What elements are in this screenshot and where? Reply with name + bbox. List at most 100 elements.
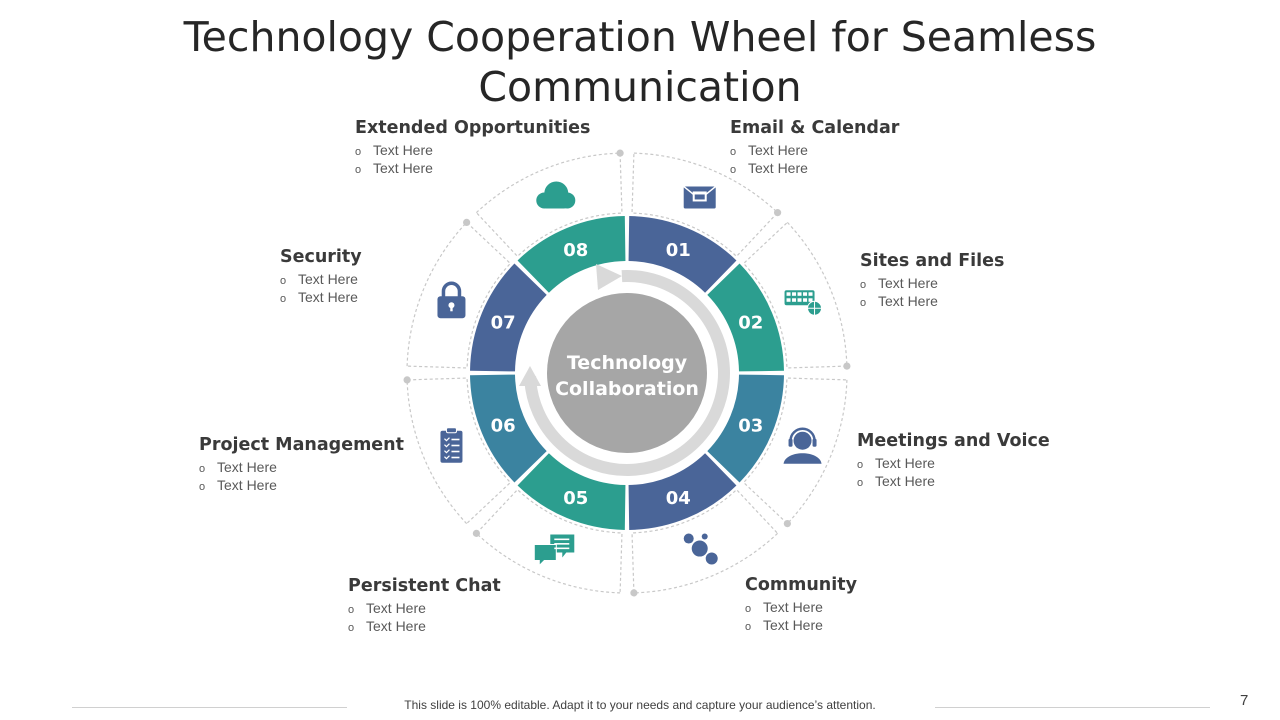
- cycle-arrow-head-top: [596, 264, 622, 290]
- bullet: o: [860, 297, 867, 309]
- list-item: o Text Here: [745, 599, 857, 617]
- item-text: Text Here: [366, 600, 426, 616]
- ring-segment-08: [517, 216, 626, 293]
- label-heading: Security: [280, 247, 362, 267]
- headset-person-icon: [783, 427, 822, 464]
- page-number: 7: [1240, 692, 1249, 709]
- bullet: o: [280, 293, 287, 305]
- item-text: Text Here: [748, 160, 808, 176]
- bullet: o: [857, 477, 864, 489]
- list-item: o Text Here: [857, 455, 1050, 473]
- outer-segment-dot: [472, 529, 480, 537]
- center-label-line-2: Collaboration: [555, 378, 699, 400]
- segment-number-08: 08: [563, 240, 588, 261]
- list-item: o Text Here: [860, 275, 1004, 293]
- cycle-arrow-arc: [524, 270, 730, 476]
- bullet: o: [730, 146, 737, 158]
- outer-segment-dot: [843, 362, 851, 370]
- item-text: Text Here: [763, 599, 823, 615]
- list-item: o Text Here: [199, 477, 404, 495]
- segment-number-01: 01: [666, 240, 691, 261]
- bubbles-icon: [683, 533, 718, 565]
- label-heading: Meetings and Voice: [857, 431, 1050, 451]
- item-text: Text Here: [373, 160, 433, 176]
- ring-segment-07: [470, 263, 547, 372]
- outer-segment-07: [406, 221, 512, 369]
- label-heading: Project Management: [199, 435, 404, 455]
- padlock-icon: [437, 281, 466, 319]
- item-text: Text Here: [298, 271, 358, 287]
- item-text: Text Here: [878, 275, 938, 291]
- bullet: o: [199, 481, 206, 493]
- list-item: o Text Here: [860, 293, 1004, 311]
- ring-segment-05: [517, 453, 626, 530]
- item-text: Text Here: [298, 289, 358, 305]
- ring-segment-03: [707, 374, 784, 483]
- item-text: Text Here: [763, 617, 823, 633]
- bullet: o: [348, 622, 355, 634]
- center-label-line-1: Technology: [567, 352, 688, 374]
- footer-note: This slide is 100% editable. Adapt it to…: [404, 698, 876, 712]
- outer-segment-dot: [783, 520, 791, 528]
- segment-number-05: 05: [563, 488, 588, 509]
- segment-icons: [437, 181, 823, 567]
- ring-segment-06: [470, 374, 547, 483]
- label-heading: Extended Opportunities: [355, 118, 591, 138]
- clipboard-checklist-icon: [440, 427, 463, 463]
- bullet: o: [745, 621, 752, 633]
- slide-title: Technology Cooperation Wheel for Seamles…: [183, 13, 1097, 111]
- ring-segment-02: [707, 263, 784, 372]
- outer-segment-dot: [403, 376, 411, 384]
- outer-segment-dot: [774, 209, 782, 217]
- list-item: o Text Here: [348, 618, 501, 636]
- bullet: o: [348, 604, 355, 616]
- outer-segment-dot: [630, 589, 638, 597]
- envelope-calendar-icon: [683, 185, 717, 209]
- item-text: Text Here: [878, 293, 938, 309]
- bullet: o: [860, 279, 867, 291]
- ring-segment-01: [628, 216, 737, 293]
- center-hub: [547, 293, 707, 453]
- list-item: o Text Here: [348, 600, 501, 618]
- bullet: o: [355, 146, 362, 158]
- footer-divider-right: [935, 707, 1210, 708]
- item-text: Text Here: [373, 142, 433, 158]
- label-heading: Persistent Chat: [348, 576, 501, 596]
- ring-segment-04: [628, 453, 737, 530]
- label-heading: Community: [745, 575, 858, 595]
- label-heading: Sites and Files: [860, 251, 1005, 271]
- bullet: o: [355, 164, 362, 176]
- bullet: o: [857, 459, 864, 471]
- keyboard-globe-icon: [784, 290, 823, 316]
- list-item: o Text Here: [355, 142, 590, 160]
- outer-dashed-segments: [403, 149, 851, 597]
- item-text: Text Here: [748, 142, 808, 158]
- outer-segment-dot: [616, 149, 624, 157]
- outer-segment-08: [475, 152, 623, 258]
- cycle-arrow: [519, 264, 730, 476]
- item-text: Text Here: [366, 618, 426, 634]
- outer-segment-02: [742, 221, 848, 369]
- outer-segment-05: [475, 488, 623, 594]
- segment-number-04: 04: [666, 488, 691, 509]
- footer-divider-left: [72, 707, 347, 708]
- item-text: Text Here: [217, 477, 277, 493]
- bullet: o: [745, 603, 752, 615]
- outer-segment-04: [631, 488, 779, 594]
- segment-number-06: 06: [491, 415, 516, 436]
- chat-bubbles-icon: [533, 534, 575, 567]
- outer-segment-dot: [463, 218, 471, 226]
- item-text: Text Here: [875, 455, 935, 471]
